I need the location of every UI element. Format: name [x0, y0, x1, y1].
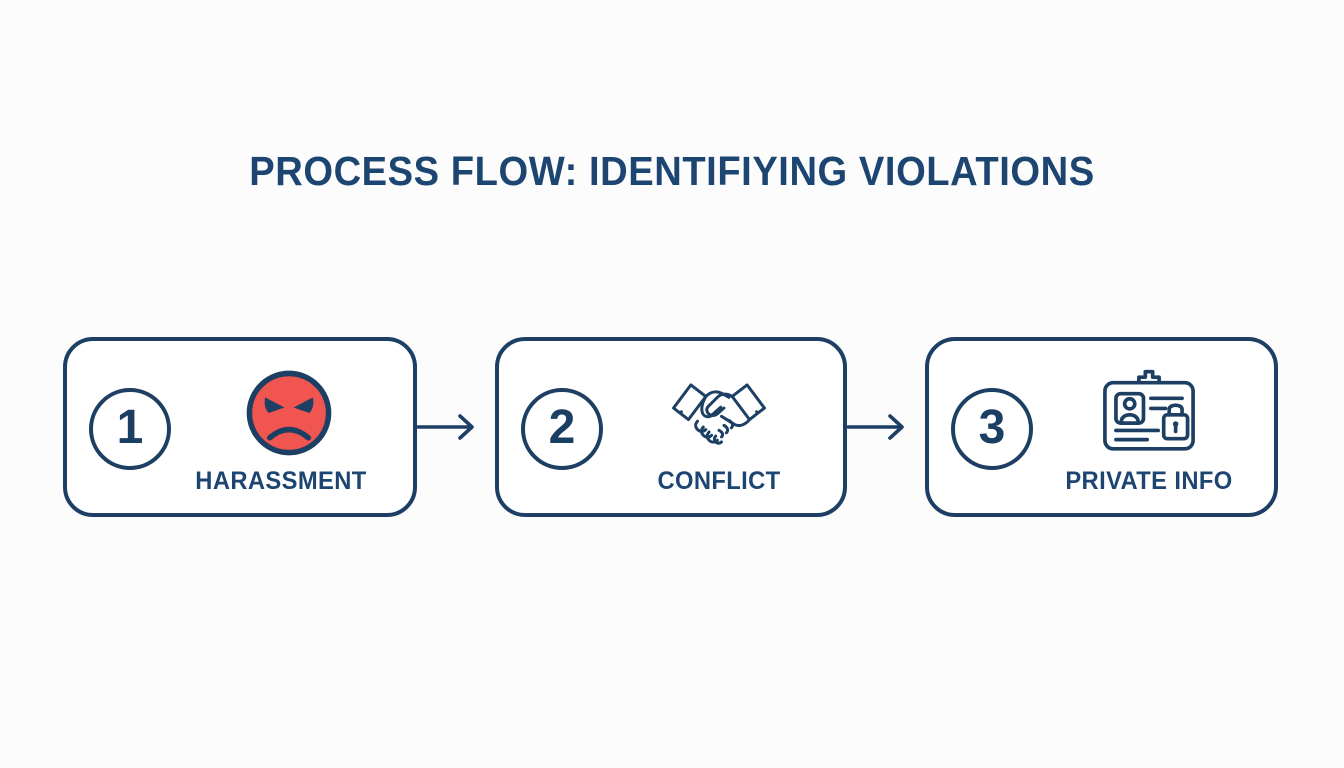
- step-label-2: CONFLICT: [657, 467, 781, 495]
- handshake-icon: [672, 383, 766, 445]
- step-icon-2: [599, 367, 839, 459]
- arrow-right-icon: [416, 414, 474, 440]
- process-step-card-2[interactable]: 2: [495, 337, 847, 517]
- step-number-2: 2: [548, 401, 576, 454]
- step-number-3: 3: [978, 401, 1006, 454]
- step-icon-1: [171, 367, 407, 459]
- page-title: PROCESS FLOW: IDENTIFIYING VIOLATIONS: [249, 148, 1095, 194]
- step-number-1: 1: [116, 401, 144, 454]
- step-icon-3: [1029, 367, 1269, 459]
- flow-arrow-1: [416, 407, 480, 447]
- process-step-card-3[interactable]: 3: [925, 337, 1278, 517]
- step-number-badge-1: 1: [89, 388, 171, 470]
- angry-face-icon: [246, 370, 332, 456]
- flow-arrow-2: [846, 407, 910, 447]
- step-label-3: PRIVATE INFO: [1065, 467, 1233, 495]
- step-number-badge-2: 2: [521, 388, 603, 470]
- process-step-card-1[interactable]: 1 HARASSMENT: [63, 337, 417, 517]
- arrow-right-icon: [846, 414, 904, 440]
- id-badge-lock-icon: [1103, 369, 1195, 451]
- process-flow-row: 1 HARASSMENT 2: [0, 337, 1344, 519]
- step-label-1: HARASSMENT: [195, 467, 367, 495]
- step-number-badge-3: 3: [951, 388, 1033, 470]
